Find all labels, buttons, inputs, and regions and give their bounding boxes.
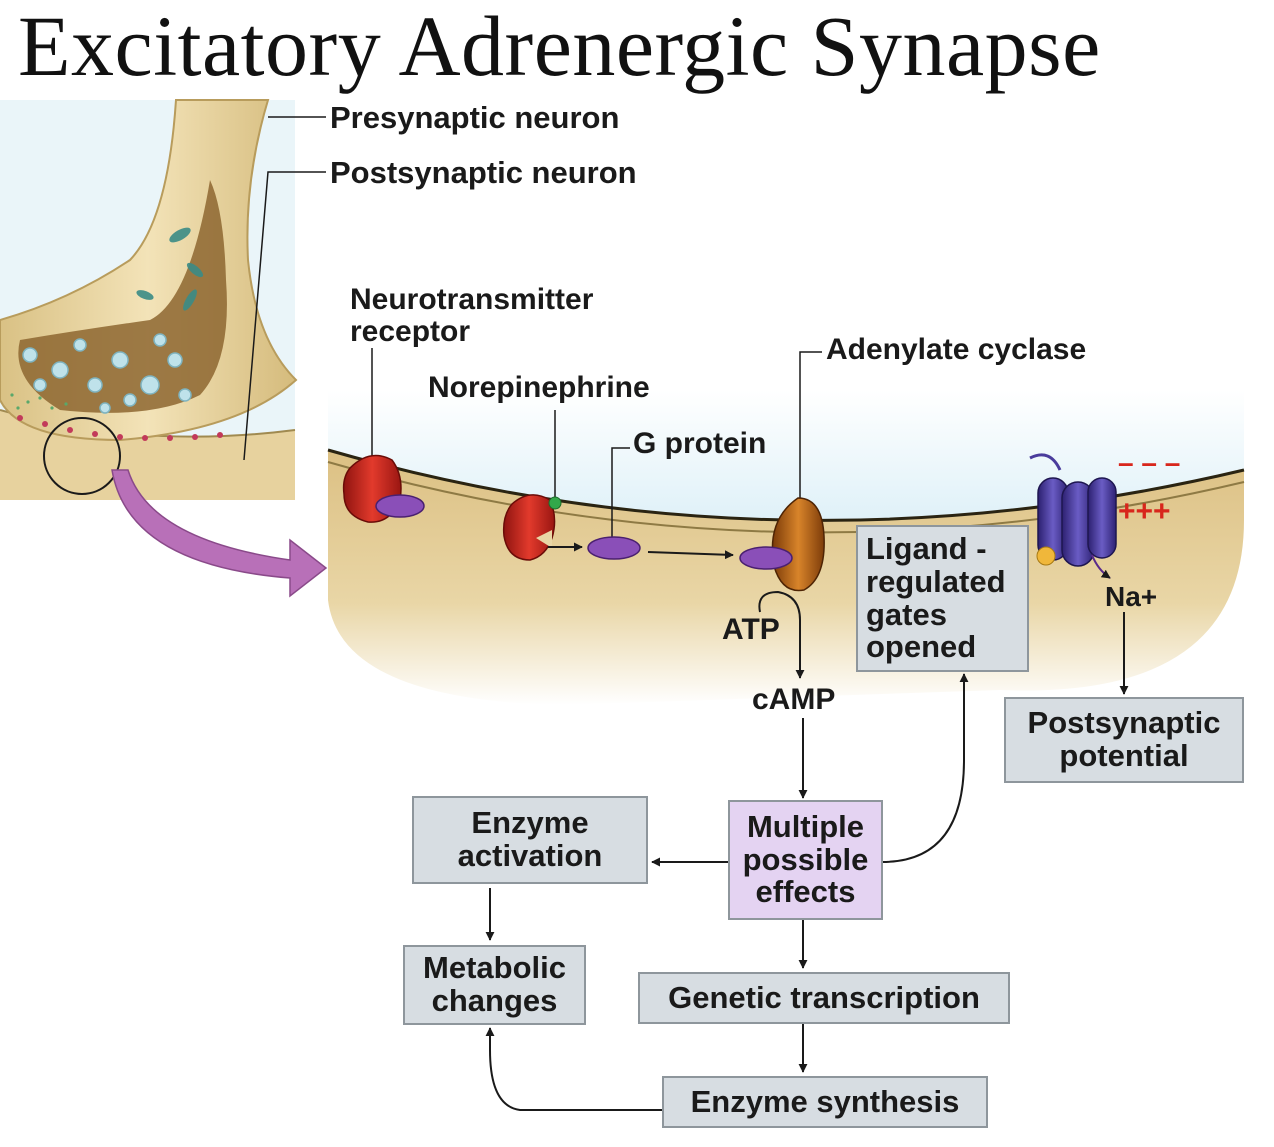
- label-neurotransmitter-line1: Neurotransmitter: [350, 283, 594, 316]
- ligand-line-2: regulated: [866, 563, 1006, 599]
- label-presynaptic-neuron: Presynaptic neuron: [330, 100, 620, 135]
- activation-line-1: Enzyme: [471, 805, 589, 841]
- effects-line-2: possible: [742, 841, 869, 877]
- neurotransmitter-receptor: [342, 454, 425, 523]
- vesicles: [22, 333, 192, 414]
- ligand-line-4: opened: [866, 629, 977, 665]
- box-enzyme-synthesis: Enzyme synthesis: [662, 1076, 988, 1128]
- g-protein: [587, 536, 641, 560]
- activation-line-2: activation: [457, 838, 603, 873]
- bound-receptor: [502, 494, 562, 561]
- zoom-arrow: [111, 469, 328, 598]
- label-neurotransmitter-line2: receptor: [350, 314, 471, 348]
- effects-line-3: effects: [755, 874, 856, 910]
- box-genetic-transcription: Genetic transcription: [638, 972, 1010, 1024]
- label-camp: cAMP: [752, 683, 836, 716]
- ligand-line-1: Ligand -: [866, 530, 987, 566]
- ligand-line-3: gates: [866, 596, 947, 632]
- box-ligand-gates: Ligand - regulated gates opened: [856, 525, 1029, 672]
- diagram-title: Excitatory Adrenergic Synapse: [18, 0, 1101, 94]
- effects-line-1: Multiple: [746, 808, 865, 844]
- metabolic-line-2: changes: [431, 983, 558, 1018]
- label-atp: ATP: [722, 613, 780, 646]
- presynaptic-inset: [0, 99, 298, 500]
- potential-line-2: potential: [1059, 738, 1189, 773]
- box-metabolic-changes: Metabolic changes: [403, 945, 586, 1025]
- label-norepinephrine: Norepinephrine: [428, 371, 650, 404]
- label-plus-charges: +++: [1118, 495, 1171, 528]
- synthesis-line-1: Enzyme synthesis: [690, 1083, 960, 1119]
- box-enzyme-activation: Enzyme activation: [412, 796, 648, 884]
- transcription-line-1: Genetic transcription: [668, 979, 980, 1015]
- box-multiple-effects: Multiple possible effects: [728, 800, 883, 920]
- metabolic-line-1: Metabolic: [423, 950, 566, 986]
- label-postsynaptic-neuron: Postsynaptic neuron: [330, 155, 637, 190]
- ion-channel: [1029, 453, 1117, 579]
- potential-line-1: Postsynaptic: [1027, 705, 1221, 741]
- label-g-protein: G protein: [633, 427, 767, 460]
- label-neurotransmitter-receptor: Neurotransmitter receptor: [350, 284, 593, 347]
- box-postsynaptic-potential: Postsynaptic potential: [1004, 697, 1244, 783]
- adenylate-cyclase: [739, 497, 825, 592]
- label-na-plus: Na+: [1105, 581, 1158, 612]
- label-adenylate-cyclase: Adenylate cyclase: [826, 333, 1087, 366]
- label-minus-charges: – – –: [1118, 447, 1181, 478]
